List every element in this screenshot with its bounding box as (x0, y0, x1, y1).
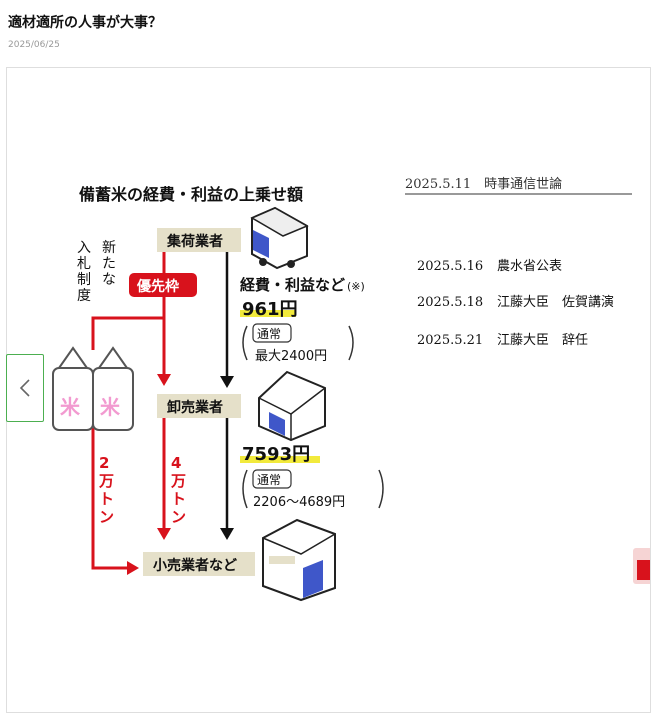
flow-left-label: 2 万 ト ン (98, 454, 114, 526)
collector-label: 集荷業者 (166, 233, 223, 250)
store-icon (262, 518, 336, 602)
cost-label: 経費・利益など (240, 276, 345, 294)
timeline-entry: 2025.5.16 農水省公表 (417, 259, 562, 274)
timeline-entry: 2025.5.21 江藤大臣 辞任 (417, 333, 588, 348)
stage1-value: 961円 (242, 299, 298, 320)
svg-text:度: 度 (77, 288, 91, 304)
post-date: 2025/06/25 (8, 40, 60, 50)
warehouse-icon (258, 370, 326, 442)
svg-text:な: な (102, 272, 116, 288)
wholesaler-box (157, 394, 241, 418)
svg-text:ン: ン (171, 508, 186, 526)
svg-text:江藤大臣 辞任: 江藤大臣 辞任 (497, 333, 588, 348)
red-flow-lines (91, 252, 171, 575)
svg-text:2: 2 (99, 454, 109, 472)
svg-text:制: 制 (77, 272, 91, 288)
stage2-normal-range: 2206～4689円 (253, 495, 345, 510)
stage1-normal-range: 最大2400円 (255, 349, 327, 364)
post-title: 適材適所の人事が大事？ (8, 15, 162, 31)
rice-bags-icon: 米 米 (52, 346, 134, 431)
timeline-cut-header: 2025.5.11 時事通信世論 (405, 176, 562, 192)
stage1-normal-tag: 通常 (257, 327, 281, 341)
stage1-highlight (240, 310, 296, 317)
svg-text:新: 新 (102, 240, 116, 256)
flow-mid-label: 4 万 ト ン (170, 454, 186, 526)
new-system-label: 新 た な 入 札 制 度 (77, 240, 116, 304)
svg-text:2025.5.18: 2025.5.18 (417, 295, 483, 310)
stage2-highlight (240, 456, 320, 463)
svg-text:た: た (102, 256, 116, 272)
svg-text:札: 札 (77, 256, 91, 272)
svg-text:ト: ト (99, 490, 114, 508)
image-frame: 備蓄米の経費・利益の上乗せ額 新 た な 入 札 制 度 集荷業者 優先枠 (6, 67, 651, 713)
priority-label: 優先枠 (136, 278, 179, 295)
svg-text:2025.5.16: 2025.5.16 (417, 259, 483, 274)
svg-text:米: 米 (60, 395, 81, 419)
svg-text:米: 米 (100, 395, 121, 419)
svg-text:万: 万 (98, 472, 114, 490)
svg-text:ン: ン (99, 508, 114, 526)
infographic-title: 備蓄米の経費・利益の上乗せ額 (79, 185, 303, 204)
cost-note: (※) (347, 280, 365, 293)
carousel-prev-button[interactable] (6, 354, 44, 422)
truck-icon (250, 206, 309, 270)
cutoff-logo (633, 548, 650, 584)
svg-text:江藤大臣 佐賀講演: 江藤大臣 佐賀講演 (497, 294, 614, 310)
svg-text:ト: ト (171, 490, 186, 508)
black-flow-line (220, 252, 234, 540)
svg-text:入: 入 (77, 240, 91, 256)
priority-badge (129, 273, 197, 297)
stage2-normal-tag: 通常 (257, 473, 281, 487)
retailer-box (143, 552, 255, 576)
wholesaler-label: 卸売業者 (167, 399, 223, 416)
stage2-value: 7593円 (242, 444, 310, 465)
svg-text:万: 万 (170, 472, 186, 490)
chevron-left-icon (19, 379, 30, 397)
timeline-entry: 2025.5.18 江藤大臣 佐賀講演 (417, 294, 614, 310)
retailer-label: 小売業者など (153, 557, 237, 574)
svg-text:農水省公表: 農水省公表 (497, 259, 562, 274)
infographic: 備蓄米の経費・利益の上乗せ額 新 た な 入 札 制 度 集荷業者 優先枠 (52, 176, 650, 602)
collector-box (157, 228, 241, 252)
svg-text:2025.5.21: 2025.5.21 (417, 333, 483, 348)
svg-text:4: 4 (171, 454, 181, 472)
